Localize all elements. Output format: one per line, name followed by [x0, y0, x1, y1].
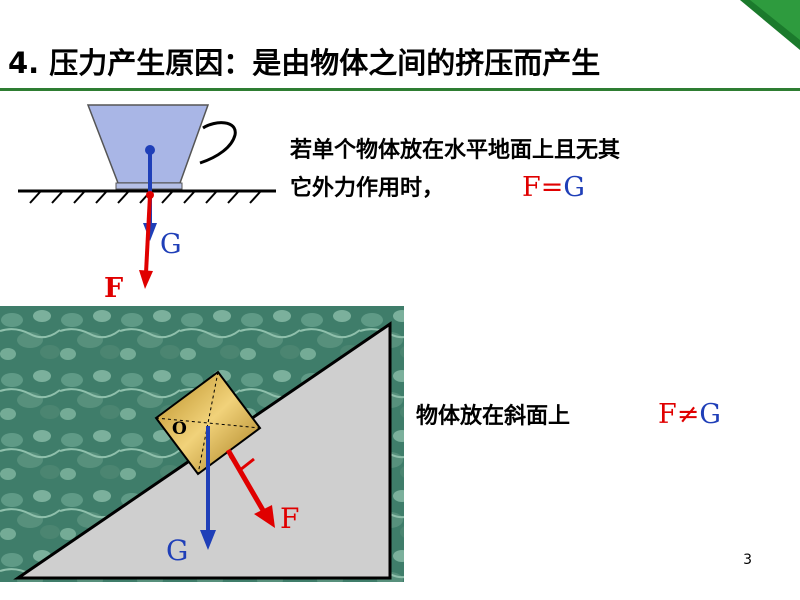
slide-title: 4. 压力产生原因：是由物体之间的挤压而产生	[8, 46, 601, 80]
ground-hatching	[29, 191, 261, 204]
case2-formula-f: F	[658, 399, 677, 430]
case2-formula: F≠G	[658, 399, 721, 430]
title-divider	[0, 88, 800, 91]
pressure-arrow	[144, 194, 152, 274]
case1-formula: F=G	[522, 172, 585, 203]
case2-formula-g: G	[699, 399, 721, 430]
gravity-label: G	[166, 534, 188, 567]
corner-decoration	[740, 0, 800, 50]
case1-text-line1: 若单个物体放在水平地面上且无其	[290, 138, 621, 163]
case2-text: 物体放在斜面上	[416, 404, 571, 429]
center-label: O	[172, 419, 187, 439]
horizontal-surface-diagram: G F	[18, 104, 276, 304]
pressure-arrowhead	[254, 505, 275, 528]
gravity-arrowhead	[200, 530, 216, 550]
pressure-label: F	[280, 502, 299, 535]
incline-diagram: O F G	[0, 306, 404, 582]
pressure-label: F	[104, 273, 123, 304]
pressure-arrow	[225, 448, 267, 514]
cup-handle	[199, 121, 237, 165]
case1-formula-op: =	[540, 172, 564, 203]
gravity-label: G	[160, 229, 182, 260]
case1-text-line2: 它外力作用时，	[290, 176, 445, 201]
case2-formula-op: ≠	[676, 399, 700, 430]
page-number: 3	[743, 552, 752, 568]
pressure-arrowhead	[139, 270, 153, 289]
block-diagonal-2	[197, 371, 219, 475]
case1-formula-g: G	[563, 172, 585, 203]
case1-formula-f: F	[522, 172, 541, 203]
